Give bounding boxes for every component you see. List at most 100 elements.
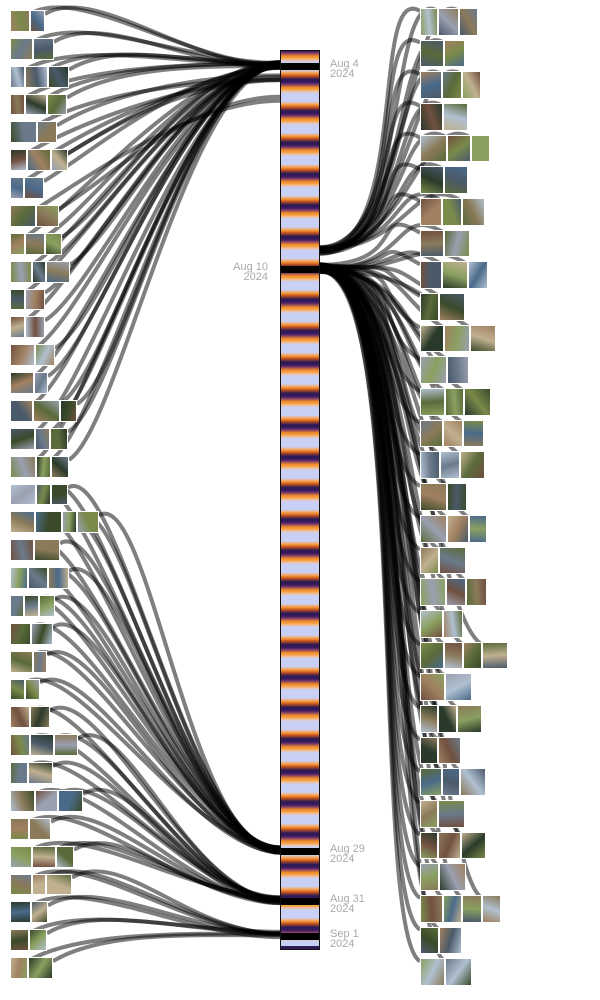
photo-thumbnail[interactable] <box>442 768 460 796</box>
photo-thumbnail[interactable] <box>51 455 69 478</box>
photo-thumbnail[interactable] <box>471 134 490 163</box>
photo-thumbnail[interactable] <box>469 514 487 543</box>
photo-thumbnail[interactable] <box>460 768 486 796</box>
photo-thumbnail[interactable] <box>24 595 39 617</box>
photo-thumbnail[interactable] <box>36 483 51 506</box>
photo-thumbnail[interactable] <box>56 845 74 868</box>
photo-thumbnail[interactable] <box>420 356 447 385</box>
photo-thumbnail[interactable] <box>482 894 501 923</box>
photo-thumbnail[interactable] <box>10 706 30 729</box>
photo-thumbnail[interactable] <box>462 71 481 100</box>
photo-thumbnail[interactable] <box>443 103 468 131</box>
photo-thumbnail[interactable] <box>443 894 462 923</box>
photo-thumbnail[interactable] <box>420 514 447 543</box>
photo-thumbnail[interactable] <box>10 762 28 784</box>
photo-thumbnail[interactable] <box>438 8 459 36</box>
photo-thumbnail[interactable] <box>62 511 77 534</box>
photo-thumbnail[interactable] <box>25 93 47 116</box>
photo-thumbnail[interactable] <box>420 198 442 226</box>
photo-thumbnail[interactable] <box>420 419 443 448</box>
photo-thumbnail[interactable] <box>10 817 29 840</box>
photo-thumbnail[interactable] <box>444 166 468 195</box>
photo-thumbnail[interactable] <box>37 121 57 144</box>
photo-thumbnail[interactable] <box>460 451 485 480</box>
photo-thumbnail[interactable] <box>10 177 24 199</box>
photo-thumbnail[interactable] <box>420 831 438 860</box>
photo-thumbnail[interactable] <box>420 958 445 986</box>
photo-thumbnail[interactable] <box>51 483 68 506</box>
photo-thumbnail[interactable] <box>420 166 444 195</box>
photo-thumbnail[interactable] <box>420 324 444 353</box>
photo-thumbnail[interactable] <box>30 706 50 729</box>
photo-thumbnail[interactable] <box>25 65 48 88</box>
photo-thumbnail[interactable] <box>47 93 67 116</box>
photo-thumbnail[interactable] <box>463 641 482 670</box>
photo-thumbnail[interactable] <box>10 845 32 868</box>
photo-thumbnail[interactable] <box>10 288 25 311</box>
photo-thumbnail[interactable] <box>32 845 56 868</box>
photo-thumbnail[interactable] <box>439 546 466 575</box>
photo-thumbnail[interactable] <box>462 894 482 923</box>
photo-thumbnail[interactable] <box>10 65 25 88</box>
photo-thumbnail[interactable] <box>35 427 50 450</box>
photo-thumbnail[interactable] <box>444 641 463 670</box>
photo-thumbnail[interactable] <box>420 736 438 765</box>
photo-thumbnail[interactable] <box>420 39 444 68</box>
photo-thumbnail[interactable] <box>442 261 468 290</box>
photo-thumbnail[interactable] <box>28 957 53 979</box>
photo-thumbnail[interactable] <box>27 149 51 172</box>
photo-thumbnail[interactable] <box>420 704 438 733</box>
photo-thumbnail[interactable] <box>420 926 439 955</box>
photo-thumbnail[interactable] <box>447 514 469 543</box>
photo-thumbnail[interactable] <box>34 539 60 562</box>
photo-thumbnail[interactable] <box>35 511 62 534</box>
photo-thumbnail[interactable] <box>438 736 461 765</box>
photo-thumbnail[interactable] <box>10 595 24 617</box>
photo-thumbnail[interactable] <box>10 567 28 589</box>
photo-thumbnail[interactable] <box>462 198 485 226</box>
photo-thumbnail[interactable] <box>420 134 447 163</box>
photo-thumbnail[interactable] <box>10 901 31 924</box>
photo-thumbnail[interactable] <box>10 149 27 172</box>
photo-thumbnail[interactable] <box>459 8 478 36</box>
photo-thumbnail[interactable] <box>29 929 47 952</box>
photo-thumbnail[interactable] <box>45 232 62 255</box>
photo-thumbnail[interactable] <box>10 790 35 812</box>
photo-thumbnail[interactable] <box>10 483 36 506</box>
photo-thumbnail[interactable] <box>10 372 34 394</box>
photo-thumbnail[interactable] <box>10 734 30 757</box>
photo-thumbnail[interactable] <box>77 511 99 534</box>
photo-thumbnail[interactable] <box>420 609 443 638</box>
photo-thumbnail[interactable] <box>468 261 488 290</box>
photo-thumbnail[interactable] <box>10 455 36 478</box>
photo-thumbnail[interactable] <box>33 37 54 60</box>
photo-thumbnail[interactable] <box>46 260 70 283</box>
photo-thumbnail[interactable] <box>10 511 35 534</box>
photo-thumbnail[interactable] <box>420 894 443 923</box>
photo-thumbnail[interactable] <box>420 451 440 480</box>
photo-thumbnail[interactable] <box>470 324 496 353</box>
photo-thumbnail[interactable] <box>447 134 471 163</box>
photo-thumbnail[interactable] <box>10 400 33 422</box>
photo-thumbnail[interactable] <box>34 372 48 394</box>
photo-thumbnail[interactable] <box>28 762 53 784</box>
photo-thumbnail[interactable] <box>439 293 465 321</box>
photo-thumbnail[interactable] <box>444 229 470 258</box>
photo-thumbnail[interactable] <box>29 817 51 840</box>
photo-thumbnail[interactable] <box>442 71 462 100</box>
photo-thumbnail[interactable] <box>35 790 58 812</box>
photo-thumbnail[interactable] <box>25 678 40 701</box>
photo-thumbnail[interactable] <box>31 622 53 645</box>
photo-thumbnail[interactable] <box>10 121 37 144</box>
photo-thumbnail[interactable] <box>10 622 31 645</box>
photo-thumbnail[interactable] <box>25 288 45 311</box>
photo-thumbnail[interactable] <box>28 567 48 589</box>
photo-thumbnail[interactable] <box>463 419 484 448</box>
photo-thumbnail[interactable] <box>464 388 491 416</box>
photo-thumbnail[interactable] <box>10 10 30 32</box>
photo-thumbnail[interactable] <box>39 595 55 617</box>
photo-thumbnail[interactable] <box>420 673 445 701</box>
photo-thumbnail[interactable] <box>439 863 466 891</box>
photo-thumbnail[interactable] <box>420 641 444 670</box>
photo-thumbnail[interactable] <box>10 678 25 701</box>
